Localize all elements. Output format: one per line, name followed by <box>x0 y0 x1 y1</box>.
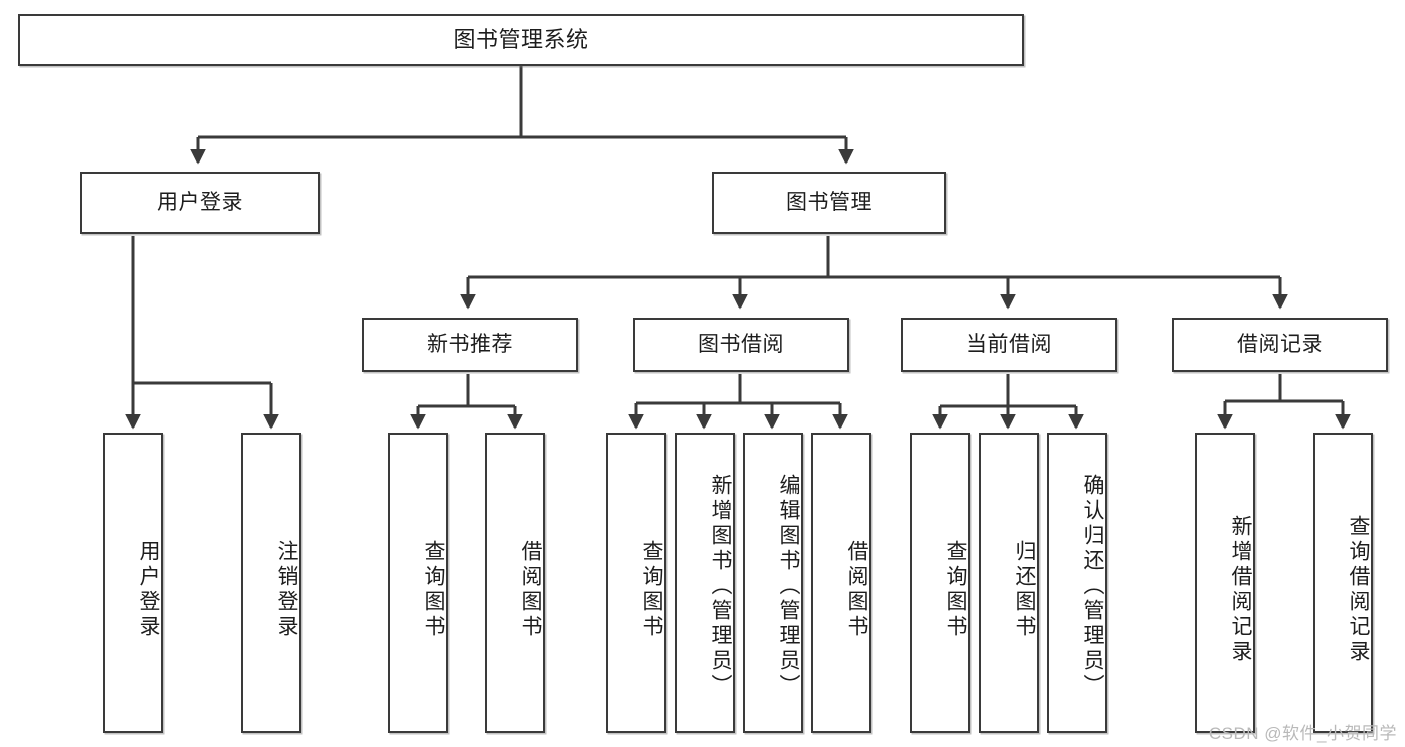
leaf-borrow-book[interactable]: 借阅图书 <box>811 433 871 733</box>
node-user-login[interactable]: 用户登录 <box>80 172 320 234</box>
node-label: 查询借阅记录 <box>1347 515 1370 665</box>
node-new-book-recommend[interactable]: 新书推荐 <box>362 318 578 372</box>
leaf-add-book-admin[interactable]: 新增图书（管理员） <box>675 433 735 733</box>
node-label: 图书管理系统 <box>453 26 589 52</box>
leaf-add-borrow-record[interactable]: 新增借阅记录 <box>1195 433 1255 733</box>
node-borrow-record[interactable]: 借阅记录 <box>1172 318 1388 372</box>
node-label: 归还图书 <box>1013 540 1036 640</box>
node-label: 注销登录 <box>275 540 298 640</box>
node-label: 图书借阅 <box>698 333 784 357</box>
node-root-book-management-system[interactable]: 图书管理系统 <box>18 14 1024 66</box>
leaf-query-borrow-record[interactable]: 查询借阅记录 <box>1313 433 1373 733</box>
node-label: 新增图书（管理员） <box>709 473 732 699</box>
node-current-borrow[interactable]: 当前借阅 <box>901 318 1117 372</box>
node-label: 查询图书 <box>422 540 445 640</box>
leaf-logout-login[interactable]: 注销登录 <box>241 433 301 733</box>
leaf-borrow-book-recommend[interactable]: 借阅图书 <box>485 433 545 733</box>
leaf-confirm-return-admin[interactable]: 确认归还（管理员） <box>1047 433 1107 733</box>
node-label: 编辑图书（管理员） <box>777 473 800 699</box>
leaf-user-login[interactable]: 用户登录 <box>103 433 163 733</box>
node-label: 查询图书 <box>944 540 967 640</box>
node-label: 用户登录 <box>157 191 243 215</box>
csdn-watermark: CSDN @软件_小贺同学 <box>1208 724 1397 743</box>
node-label: 确认归还（管理员） <box>1081 473 1104 699</box>
node-label: 借阅记录 <box>1237 333 1323 357</box>
node-label: 图书管理 <box>786 191 872 215</box>
node-label: 查询图书 <box>640 540 663 640</box>
node-book-borrow[interactable]: 图书借阅 <box>633 318 849 372</box>
leaf-query-book-recommend[interactable]: 查询图书 <box>388 433 448 733</box>
leaf-query-book-current[interactable]: 查询图书 <box>910 433 970 733</box>
node-label: 用户登录 <box>137 540 160 640</box>
leaf-edit-book-admin[interactable]: 编辑图书（管理员） <box>743 433 803 733</box>
node-label: 借阅图书 <box>519 540 542 640</box>
node-book-management[interactable]: 图书管理 <box>712 172 946 234</box>
node-label: 当前借阅 <box>966 333 1052 357</box>
leaf-query-book-borrow[interactable]: 查询图书 <box>606 433 666 733</box>
node-label: 新增借阅记录 <box>1229 515 1252 665</box>
leaf-return-book[interactable]: 归还图书 <box>979 433 1039 733</box>
node-label: 借阅图书 <box>845 540 868 640</box>
node-label: 新书推荐 <box>427 333 513 357</box>
